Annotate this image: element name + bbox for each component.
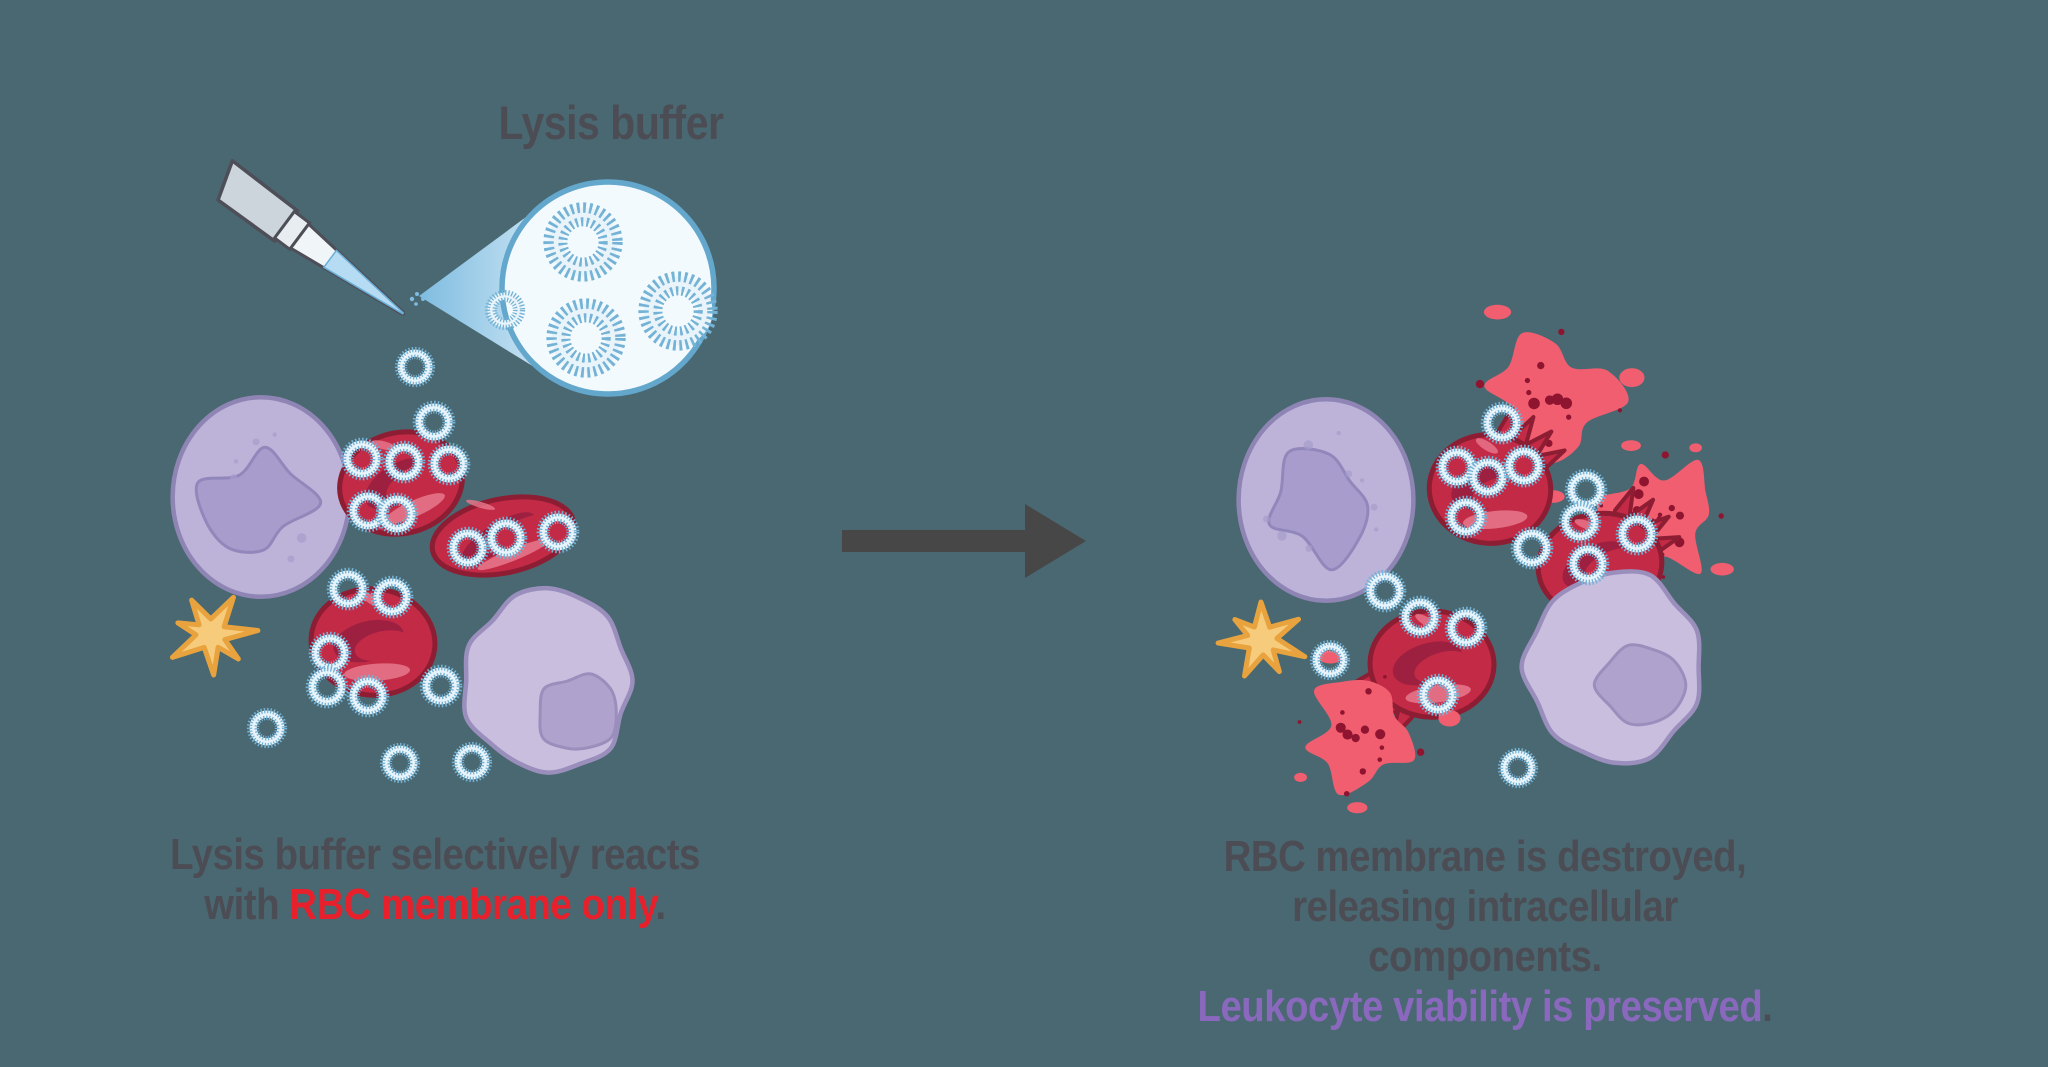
cell-cluster-after-lysis: [1215, 304, 1734, 814]
micelle: [398, 350, 433, 385]
micelle: [422, 667, 459, 704]
micelle: [383, 746, 418, 781]
right-arrow-icon: [842, 504, 1086, 578]
right-caption-line1: RBC membrane is destroyed,: [1223, 832, 1747, 881]
right-caption-line2: releasing intracellular components.: [1292, 882, 1678, 981]
micelle: [415, 403, 452, 440]
left-caption-line2: with RBC membrane only.: [131, 880, 740, 930]
leukocyte-preserved-highlight: Leukocyte viability is preserved: [1197, 982, 1763, 1031]
pipette-liquid: [322, 249, 405, 315]
platelet: [1215, 599, 1308, 679]
cell-cluster-before-lysis: [169, 293, 635, 781]
lymphocyte-leukocyte: [462, 585, 635, 775]
platelet: [169, 594, 261, 678]
left-caption-line2-prefix: with: [204, 880, 290, 929]
micelle: [250, 711, 285, 746]
lymphocyte-leukocyte: [1519, 569, 1702, 766]
beam-droplet-dots: [409, 292, 425, 306]
burst-red-blood-cell: [1348, 608, 1497, 740]
right-caption-line3-period: .: [1762, 982, 1773, 1031]
micelle: [1366, 572, 1403, 609]
left-caption-line2-period: .: [655, 880, 667, 929]
micelle: [1501, 751, 1536, 786]
right-caption-line3: Leukocyte viability is preserved.: [1181, 982, 1790, 1032]
neutrophil-leukocyte: [170, 395, 352, 599]
micelle: [308, 668, 345, 705]
rbc-membrane-only-highlight: RBC membrane only: [289, 880, 656, 929]
neutrophil-leukocyte: [1236, 397, 1416, 603]
micelle: [1513, 529, 1550, 566]
magnifier-title: Lysis buffer: [498, 96, 724, 149]
left-caption: Lysis buffer selectively reacts with RBC…: [131, 830, 740, 930]
micelle: [329, 570, 366, 607]
left-caption-line1: Lysis buffer selectively reacts: [170, 830, 700, 879]
pipette-body: [216, 159, 300, 243]
right-caption: RBC membrane is destroyed, releasing int…: [1181, 832, 1790, 1032]
micelle: [455, 745, 490, 780]
micelle: [1567, 471, 1604, 508]
pipette: [216, 159, 406, 316]
released-components-splatter: [1294, 650, 1461, 814]
